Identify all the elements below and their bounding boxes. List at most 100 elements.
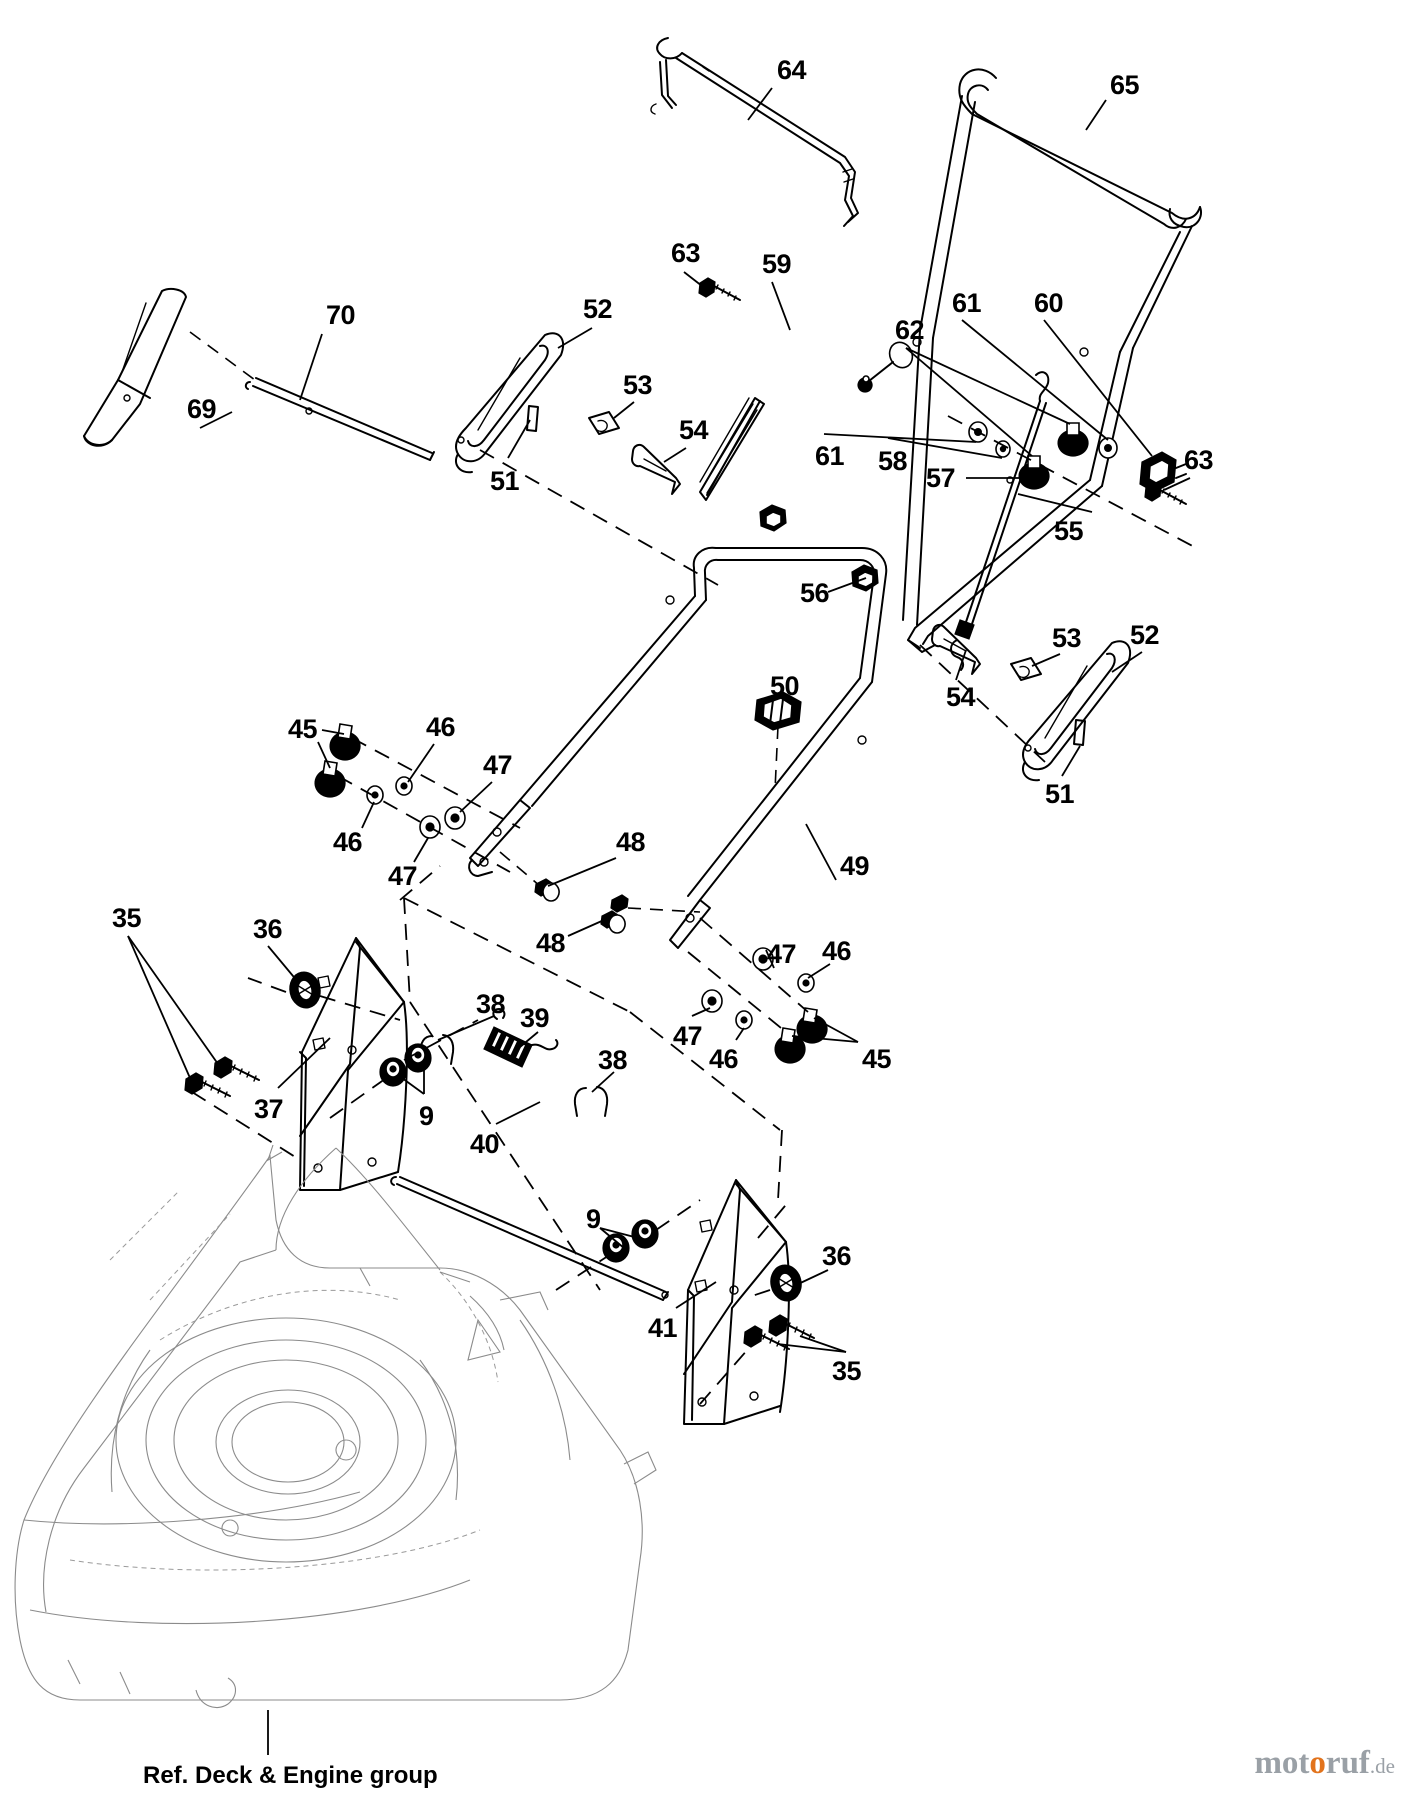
callout-57: 57 [926, 463, 956, 493]
part-60-knob-clamp [1139, 451, 1187, 493]
dash-35-left [191, 1091, 301, 1161]
part-38-ring-right [573, 1086, 609, 1117]
callout-45-right: 45 [862, 1044, 892, 1074]
callout-61-upper: 61 [952, 288, 982, 318]
callout-56: 56 [800, 578, 830, 608]
dash-box-r [777, 1129, 783, 1201]
watermark-motoruf: motoruf.de [1254, 1745, 1395, 1781]
part-48-bolt-a [534, 878, 560, 902]
part-57-control-cable [950, 371, 1050, 671]
part-64-control-rod [650, 37, 859, 227]
part-65-upper-handle [902, 68, 1202, 626]
dash-right-grip-axis [919, 644, 1046, 763]
callout-35-left: 35 [112, 903, 142, 933]
part-55-lower-handle [907, 479, 1103, 653]
callout-48-upper: 48 [616, 827, 646, 857]
part-56-locknut [759, 504, 787, 532]
callout-65: 65 [1110, 70, 1140, 100]
dash-box-b [409, 1001, 601, 1291]
reference-caption: Ref. Deck & Engine group [143, 1762, 438, 1789]
callout-36-left: 36 [253, 914, 283, 944]
part-70-handle-rod [244, 377, 435, 461]
dash-48b [627, 907, 701, 913]
dash-45-upper [351, 737, 521, 829]
part-46-washer-ur [797, 973, 815, 993]
part-63-screw-left [698, 277, 741, 301]
dash-9-right-b [655, 1199, 701, 1231]
callout-63-right: 63 [1184, 445, 1214, 475]
part-50-cable-tie [754, 691, 802, 731]
dash-45-lr [687, 951, 787, 1033]
part-46-washer-lr [735, 1010, 753, 1030]
callout-51-right: 51 [1045, 779, 1075, 809]
part-49-lower-frame [519, 546, 888, 901]
dash-box-l [403, 897, 411, 1003]
callout-60: 60 [1034, 288, 1064, 318]
dash-36-right [745, 1289, 771, 1299]
callout-50: 50 [770, 671, 800, 701]
callout-51-left: 51 [490, 466, 520, 496]
part-51-rollpin-right [1073, 719, 1086, 746]
frame-plate-left [468, 799, 531, 877]
dash-45-lower [337, 775, 511, 873]
dash-36-left [319, 995, 401, 1021]
part-52-grip-left [454, 332, 564, 474]
part-47-bushing-ul [444, 806, 466, 830]
callout-37: 37 [254, 1094, 284, 1124]
callout-38-right: 38 [598, 1045, 628, 1075]
dash-50 [774, 725, 779, 791]
dash-box-t [403, 897, 631, 1013]
part-9-nut-c [602, 1233, 630, 1263]
callout-54-left: 54 [679, 415, 709, 445]
part-62-wingnut-a [1018, 455, 1050, 490]
part-40-tie-rod [390, 1176, 669, 1301]
part-9-nut-a [379, 1057, 407, 1087]
dash-45-ur [699, 917, 809, 1013]
part-58-small-washer [995, 440, 1011, 458]
callout-52-left: 52 [583, 294, 613, 324]
callout-52-right: 52 [1130, 620, 1160, 650]
callout-61-lower: 61 [815, 441, 845, 471]
callout-9-left: 9 [419, 1101, 434, 1131]
part-48-bolt-c [610, 894, 629, 913]
callout-47-lr: 47 [673, 1021, 703, 1051]
callout-47-ll: 47 [388, 861, 418, 891]
callout-36-right: 36 [822, 1241, 852, 1271]
dash-9-left-b [403, 1019, 479, 1061]
dash-9-left [329, 1073, 393, 1119]
part-53-clip-left [588, 411, 620, 435]
callout-46-lr: 46 [709, 1044, 739, 1074]
callout-47-ul: 47 [483, 750, 513, 780]
callout-46-ur: 46 [822, 936, 852, 966]
callout-55: 55 [1054, 516, 1084, 546]
callout-54-right: 54 [946, 682, 976, 712]
part-47-bushing-lr [701, 989, 723, 1013]
callout-49: 49 [840, 851, 870, 881]
part-35-screw-rb [743, 1325, 790, 1351]
callout-53-right: 53 [1052, 623, 1082, 653]
dash-48a [499, 851, 541, 887]
callout-35-right: 35 [832, 1356, 862, 1386]
callout-48-lower: 48 [536, 928, 566, 958]
part-48-bolt-b [600, 910, 626, 934]
part-61-washer-b [1098, 437, 1118, 459]
part-39-spring [483, 1008, 559, 1068]
part-56-locknut-2 [851, 564, 879, 592]
dash-35-right [699, 1339, 757, 1405]
part-35-screw-ra [768, 1314, 815, 1340]
callout-53-left: 53 [623, 370, 653, 400]
callout-45-left: 45 [288, 714, 318, 744]
callout-58: 58 [878, 446, 908, 476]
part-53-clip-right [1010, 657, 1042, 681]
dash-41-up [757, 1199, 791, 1239]
mower-deck-outline [14, 1144, 657, 1708]
callout-63-left: 63 [671, 238, 701, 268]
callout-40: 40 [470, 1129, 500, 1159]
callout-41: 41 [648, 1313, 678, 1343]
part-35-screw-lb [213, 1056, 260, 1082]
part-46-washer-ll [366, 785, 384, 805]
part-54-pin-left [631, 443, 681, 495]
leader-dash-69-70 [189, 331, 256, 381]
dash-box-t2 [629, 1011, 781, 1131]
